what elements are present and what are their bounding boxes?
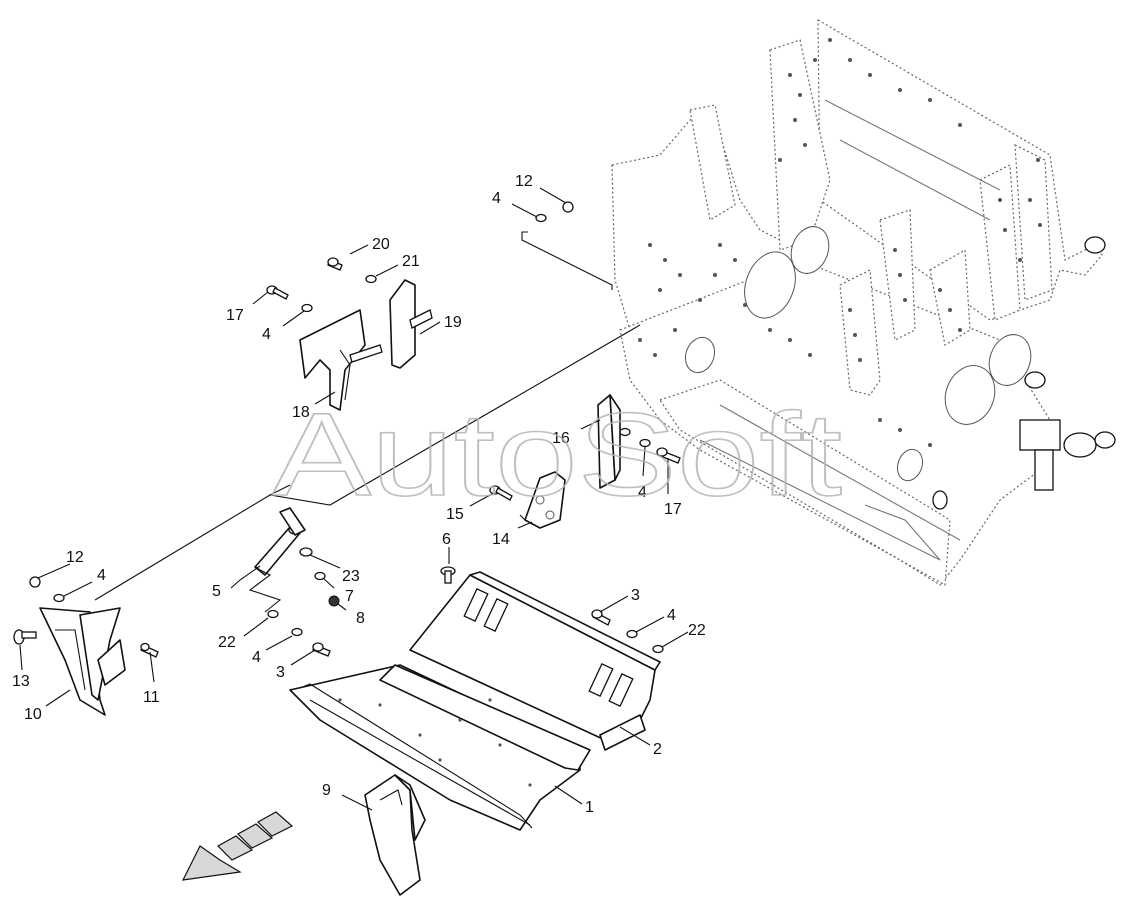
part-1-skid-plate bbox=[289, 664, 591, 831]
callout-17-upper: 17 bbox=[226, 307, 244, 324]
part-18-curved-bracket bbox=[299, 309, 366, 411]
callout-7: 7 bbox=[345, 588, 354, 605]
callout-16: 16 bbox=[552, 430, 570, 447]
callout-12-top: 12 bbox=[515, 173, 533, 190]
callout-20: 20 bbox=[372, 236, 390, 253]
callout-19: 19 bbox=[444, 314, 462, 331]
callout-10: 10 bbox=[24, 706, 42, 723]
part-2-upper-tray bbox=[409, 571, 661, 751]
callout-11: 11 bbox=[143, 689, 160, 706]
callout-21: 21 bbox=[402, 253, 420, 270]
chassis-frame bbox=[611, 18, 1116, 586]
callout-labels: 12 4 20 21 17 4 19 18 16 4 17 15 14 6 12… bbox=[12, 173, 706, 816]
callout-1: 1 bbox=[585, 799, 594, 816]
callout-6: 6 bbox=[442, 531, 451, 548]
callout-4-mid: 4 bbox=[638, 484, 647, 501]
direction-arrow bbox=[181, 811, 294, 881]
callout-4-top: 4 bbox=[492, 190, 501, 207]
hardware bbox=[13, 201, 681, 658]
part-10-side-deflector bbox=[39, 607, 126, 716]
callout-15: 15 bbox=[446, 506, 464, 523]
callout-3-left: 3 bbox=[276, 664, 285, 681]
part-19-strap bbox=[349, 279, 433, 369]
callout-8: 8 bbox=[356, 610, 365, 627]
callout-9: 9 bbox=[322, 782, 331, 799]
callout-18: 18 bbox=[292, 404, 310, 421]
callout-12-left: 12 bbox=[66, 549, 84, 566]
callout-22-left: 22 bbox=[218, 634, 236, 651]
frame-bolt-holes bbox=[638, 38, 1042, 447]
part-9-front-deflector bbox=[364, 774, 426, 896]
callout-4-upper: 4 bbox=[262, 326, 271, 343]
callout-14: 14 bbox=[492, 531, 510, 548]
callout-4-lower: 4 bbox=[252, 649, 261, 666]
callout-13: 13 bbox=[12, 673, 30, 690]
callout-3-right: 3 bbox=[631, 587, 640, 604]
callout-23: 23 bbox=[342, 568, 360, 585]
callout-22-right: 22 bbox=[688, 622, 706, 639]
callout-17-mid: 17 bbox=[664, 501, 682, 518]
callout-5: 5 bbox=[212, 583, 221, 600]
watermark-text: AutoSoft bbox=[272, 389, 842, 521]
callout-leaders bbox=[19, 187, 689, 811]
assembly-lines bbox=[94, 231, 641, 601]
part-14-bracket bbox=[519, 471, 566, 529]
part-5-tube bbox=[254, 507, 306, 576]
part-16-angle-bracket bbox=[597, 394, 621, 489]
callout-4-right: 4 bbox=[667, 607, 676, 624]
callout-2: 2 bbox=[653, 741, 662, 758]
callout-4-left: 4 bbox=[97, 567, 106, 584]
